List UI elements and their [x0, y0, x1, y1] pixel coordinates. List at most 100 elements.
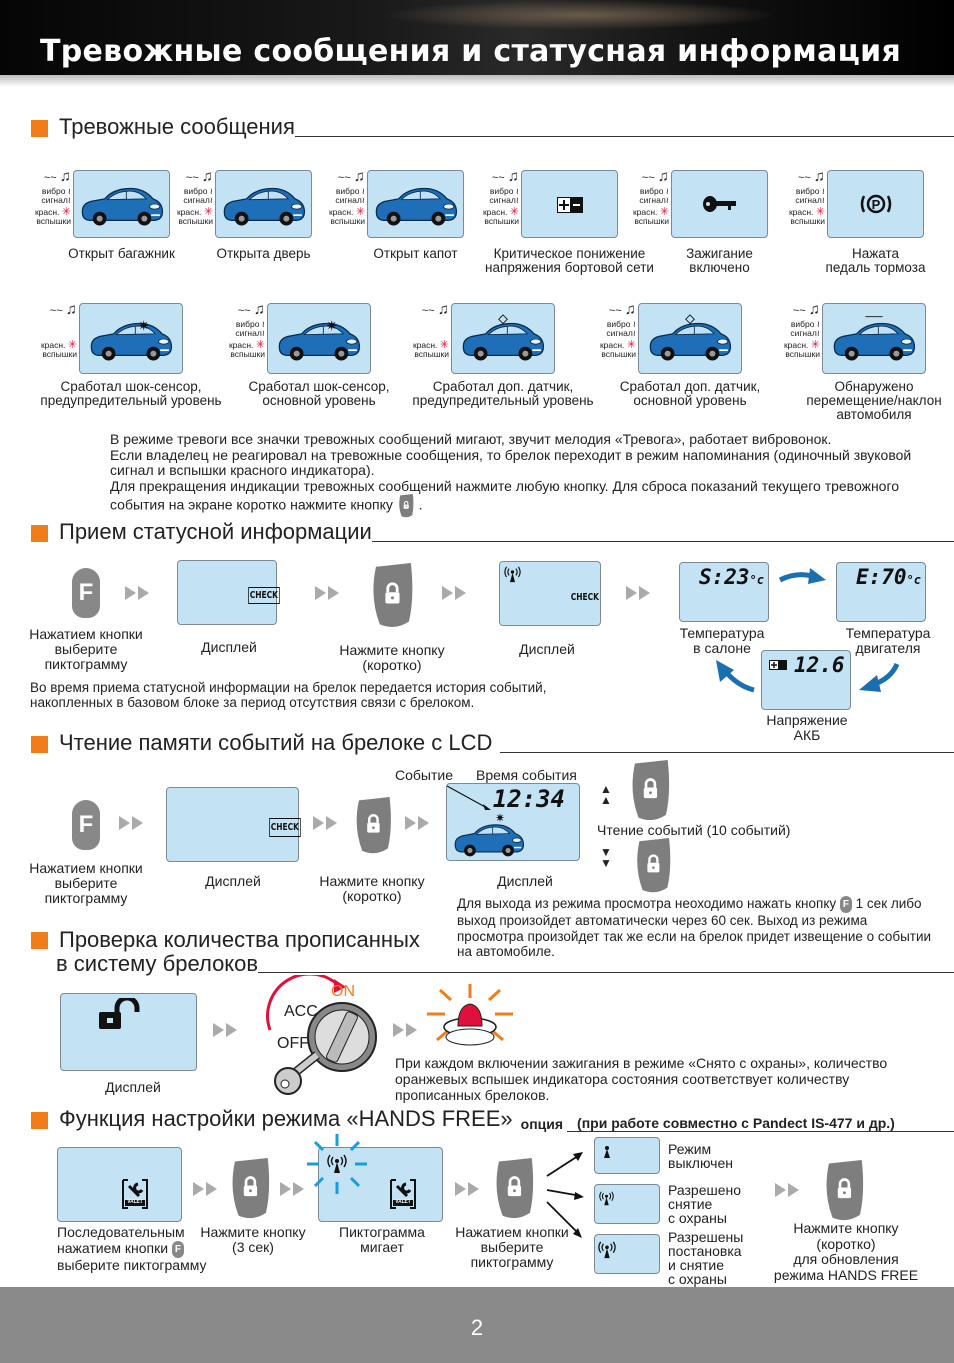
- section-title: в систему брелоков: [56, 951, 259, 976]
- check-label: CHECK: [248, 587, 280, 604]
- car-icon: ✷: [276, 318, 362, 365]
- next-arrows-icon: [213, 1023, 239, 1037]
- fob-unlock-button-icon: [630, 838, 676, 894]
- event-label: Событие: [395, 767, 453, 783]
- fob-lock-button-icon: [820, 1160, 868, 1222]
- status-note: Во время приема статусной информации на …: [30, 680, 547, 710]
- alarm-indicators: ~~ ♫вибро ≀сигнал≀красн. ✳вспышки: [25, 168, 71, 238]
- svg-text:✷: ✷: [326, 318, 338, 333]
- note-text: Для прекращения индикации тревожных сооб…: [110, 477, 900, 513]
- sound-icon: ~~ ♫: [49, 301, 77, 318]
- underline: [371, 541, 954, 542]
- up-arrows-icon: ▲▲: [600, 782, 612, 807]
- red-flash-indicator: красн. ✳вспышки: [599, 339, 636, 359]
- event-time-label: Время события: [476, 767, 577, 783]
- fob-lock-button-icon: [626, 760, 674, 822]
- display-caption: Дисплей: [497, 873, 553, 889]
- alarm-caption: Сработал доп. датчик,основной уровень: [619, 379, 761, 408]
- page-title: Тревожные сообщения и статусная информац…: [40, 34, 902, 69]
- lcd-event-display: 12:34 ✷: [446, 783, 580, 861]
- red-flash-indicator: красн. ✳вспышки: [40, 339, 77, 359]
- next-arrows-icon: [193, 1182, 219, 1196]
- check-label: CHECK: [570, 592, 599, 603]
- lcd-display: ✷: [267, 303, 371, 374]
- alarm-indicators: ~~ ♫вибро ≀сигнал≀красн. ✳вспышки: [590, 301, 636, 374]
- status-led-flash-icon: [427, 984, 513, 1046]
- display-caption: Дисплей: [205, 873, 261, 889]
- sound-icon: ~~ ♫: [337, 168, 365, 185]
- lcd-display: CHECK: [499, 561, 601, 626]
- blue-arrow-icon: [778, 568, 826, 584]
- valet-label: VALET: [395, 1199, 411, 1205]
- section-heading-handsfree: Функция настройки режима «HANDS FREE» оп…: [31, 1106, 954, 1132]
- alarm-indicators: ~~ ♫ красн. ✳вспышки: [31, 301, 77, 374]
- f-button-icon: F: [171, 1240, 184, 1258]
- lcd-display: [822, 303, 926, 374]
- red-flash-indicator: красн. ✳вспышки: [328, 206, 365, 226]
- compat-note: (при работе совместно с Pandect IS-477 и…: [567, 1115, 954, 1132]
- lcd-display: P: [827, 170, 924, 238]
- red-flash-indicator: красн. ✳вспышки: [228, 339, 265, 359]
- lcd-display: VALET: [318, 1147, 443, 1222]
- car-icon: [460, 313, 546, 365]
- read-events-label: Чтение событий (10 событий): [597, 822, 791, 838]
- sound-icon: ~~ ♫: [43, 168, 71, 185]
- underline: [258, 972, 954, 973]
- lcd-engine-temp: E:70°c: [836, 562, 926, 622]
- lcd-display: CHECK: [166, 787, 301, 862]
- note-paragraph: Для прекращения индикации тревожных сооб…: [110, 477, 930, 519]
- lcd-display: [60, 993, 197, 1071]
- step-caption: Нажмите кнопку(3 сек): [200, 1224, 306, 1255]
- fob-lock-button-icon: [368, 563, 416, 629]
- svg-text:✷: ✷: [138, 318, 150, 333]
- alarm-caption: Сработал шок-сенсор,предупредительный ур…: [40, 379, 222, 408]
- next-arrows-icon: [119, 816, 145, 830]
- vibro-indicator: вибро ≀сигнал≀: [489, 186, 519, 205]
- header-divider: [0, 75, 954, 87]
- sound-icon: ~~ ♫: [792, 301, 820, 318]
- vibro-indicator: вибро ≀сигнал≀: [639, 186, 669, 205]
- alarm-caption: Сработал шок-сенсор,основной уровень: [248, 379, 390, 408]
- lcd-display: [671, 170, 768, 238]
- alarm-indicators: ~~ ♫вибро ≀сигнал≀красн. ✳вспышки: [774, 301, 820, 374]
- pointer-arrow-icon: ✷: [447, 785, 505, 825]
- alarm-indicators: ~~ ♫вибро ≀сигнал≀красн. ✳вспышки: [219, 301, 265, 374]
- f-button-icon: F: [72, 568, 100, 618]
- sound-icon: ~~ ♫: [237, 301, 265, 318]
- lcd-display: [451, 303, 555, 374]
- alarm-indicators: ~~ ♫вибро ≀сигнал≀красн. ✳вспышки: [319, 168, 365, 238]
- display-caption: Дисплей: [201, 639, 257, 655]
- lcd-display: ✷: [79, 303, 183, 374]
- footer-bar: 2: [0, 1287, 954, 1363]
- lcd-display: [73, 170, 170, 238]
- car-icon: ✷: [88, 318, 174, 365]
- section-title: Чтение памяти событий на брелоке с LCD: [59, 730, 493, 755]
- orange-square-icon: [31, 525, 48, 542]
- svg-text:P: P: [871, 197, 880, 212]
- fob-lock-button-icon: [226, 1158, 274, 1220]
- vibro-indicator: вибро ≀сигнал≀: [335, 186, 365, 205]
- vibro-indicator: вибро ≀сигнал≀: [183, 186, 213, 205]
- next-arrows-icon: [626, 586, 652, 600]
- fob-unlock-button-icon: [350, 797, 396, 855]
- sound-icon: ~~ ♫: [608, 301, 636, 318]
- next-arrows-icon: [393, 1023, 419, 1037]
- section-title: Тревожные сообщения: [59, 114, 295, 139]
- lcd-display: CHECK: [177, 560, 280, 625]
- sound-icon: ~~ ♫: [797, 168, 825, 185]
- battery-icon: [769, 660, 787, 670]
- car-icon: [79, 178, 165, 230]
- orange-square-icon: [31, 1112, 48, 1129]
- alarm-indicators: ~~ ♫вибро ≀сигнал≀красн. ✳вспышки: [779, 168, 825, 238]
- ignition-off-label: OFF: [277, 1035, 309, 1052]
- lcd-display: [638, 303, 742, 374]
- brake-pedal-icon: P: [860, 194, 891, 214]
- alarm-indicators: ~~ ♫вибро ≀сигнал≀красн. ✳вспышки: [473, 169, 519, 238]
